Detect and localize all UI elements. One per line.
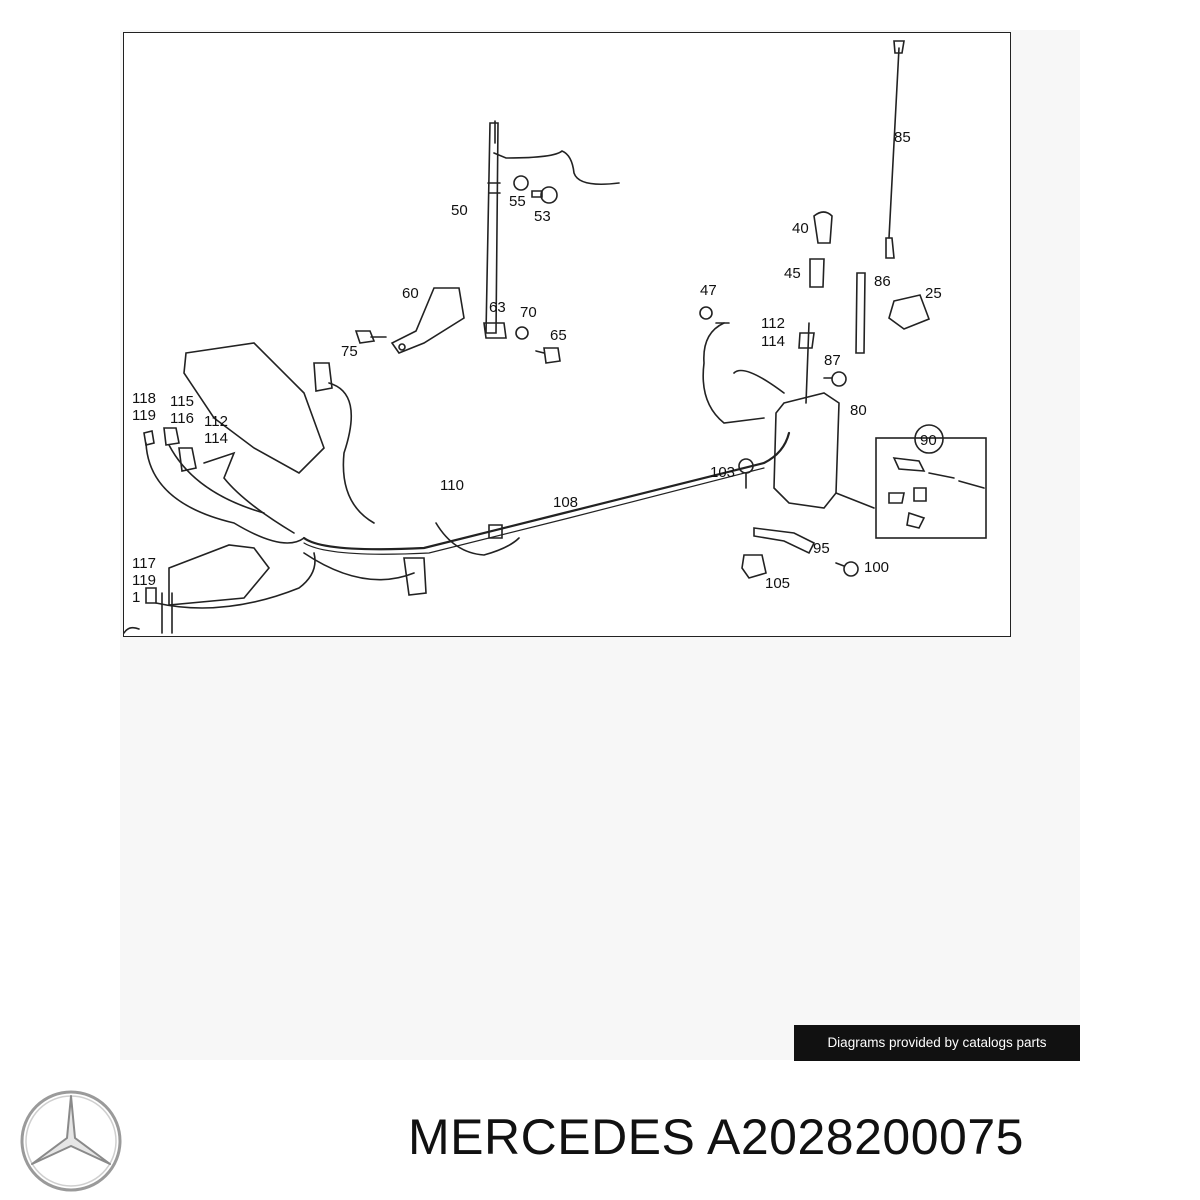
callout-47: 47 bbox=[700, 282, 717, 299]
callout-110: 110 bbox=[440, 477, 464, 494]
parts-drawing: 85 50 55 53 40 45 86 25 47 60 63 70 65 7… bbox=[124, 40, 987, 634]
parts-diagram: 85 50 55 53 40 45 86 25 47 60 63 70 65 7… bbox=[123, 32, 1011, 637]
callout-103: 103 bbox=[710, 464, 735, 481]
callout-86: 86 bbox=[874, 273, 891, 290]
callout-63: 63 bbox=[489, 299, 506, 316]
panel-outline bbox=[183, 342, 325, 474]
callout-118: 118 bbox=[132, 390, 156, 407]
callout-117: 117 bbox=[132, 555, 156, 572]
callout-55: 55 bbox=[509, 193, 526, 210]
callout-85: 85 bbox=[894, 129, 911, 146]
mercedes-star-icon bbox=[20, 1090, 122, 1192]
cable-harness bbox=[302, 431, 791, 551]
callout-50: 50 bbox=[451, 202, 468, 219]
callout-labels: 85 50 55 53 40 45 86 25 47 60 63 70 65 7… bbox=[132, 129, 942, 606]
callout-40: 40 bbox=[792, 220, 809, 237]
callout-25: 25 bbox=[925, 285, 942, 302]
provider-badge: Diagrams provided by catalogs parts bbox=[794, 1025, 1080, 1061]
callout-112-left: 112 bbox=[204, 413, 228, 430]
callout-119-top: 119 bbox=[132, 407, 156, 424]
callout-70: 70 bbox=[520, 304, 537, 321]
callout-87: 87 bbox=[824, 352, 841, 369]
bracket-60 bbox=[390, 287, 465, 354]
callout-45: 45 bbox=[784, 265, 801, 282]
antenna-motor bbox=[773, 392, 840, 509]
callout-108: 108 bbox=[553, 494, 578, 511]
callout-115: 115 bbox=[170, 393, 194, 410]
antenna-rod bbox=[888, 47, 900, 239]
callout-53: 53 bbox=[534, 208, 551, 225]
callout-80: 80 bbox=[850, 402, 867, 419]
callout-105: 105 bbox=[765, 575, 790, 592]
callout-114-right: 114 bbox=[761, 333, 785, 350]
callout-100: 100 bbox=[864, 559, 889, 576]
callout-95: 95 bbox=[813, 540, 830, 557]
part-title: MERCEDES A2028200075 bbox=[408, 1109, 1024, 1165]
callout-1: 1 bbox=[132, 589, 140, 606]
callout-114-left: 114 bbox=[204, 430, 228, 447]
callout-119-bottom: 119 bbox=[132, 572, 156, 589]
callout-112-right: 112 bbox=[761, 315, 785, 332]
callout-116: 116 bbox=[170, 410, 194, 427]
callout-90: 90 bbox=[920, 432, 937, 449]
callout-60: 60 bbox=[402, 285, 419, 302]
callout-75: 75 bbox=[341, 343, 358, 360]
callout-65: 65 bbox=[550, 327, 567, 344]
